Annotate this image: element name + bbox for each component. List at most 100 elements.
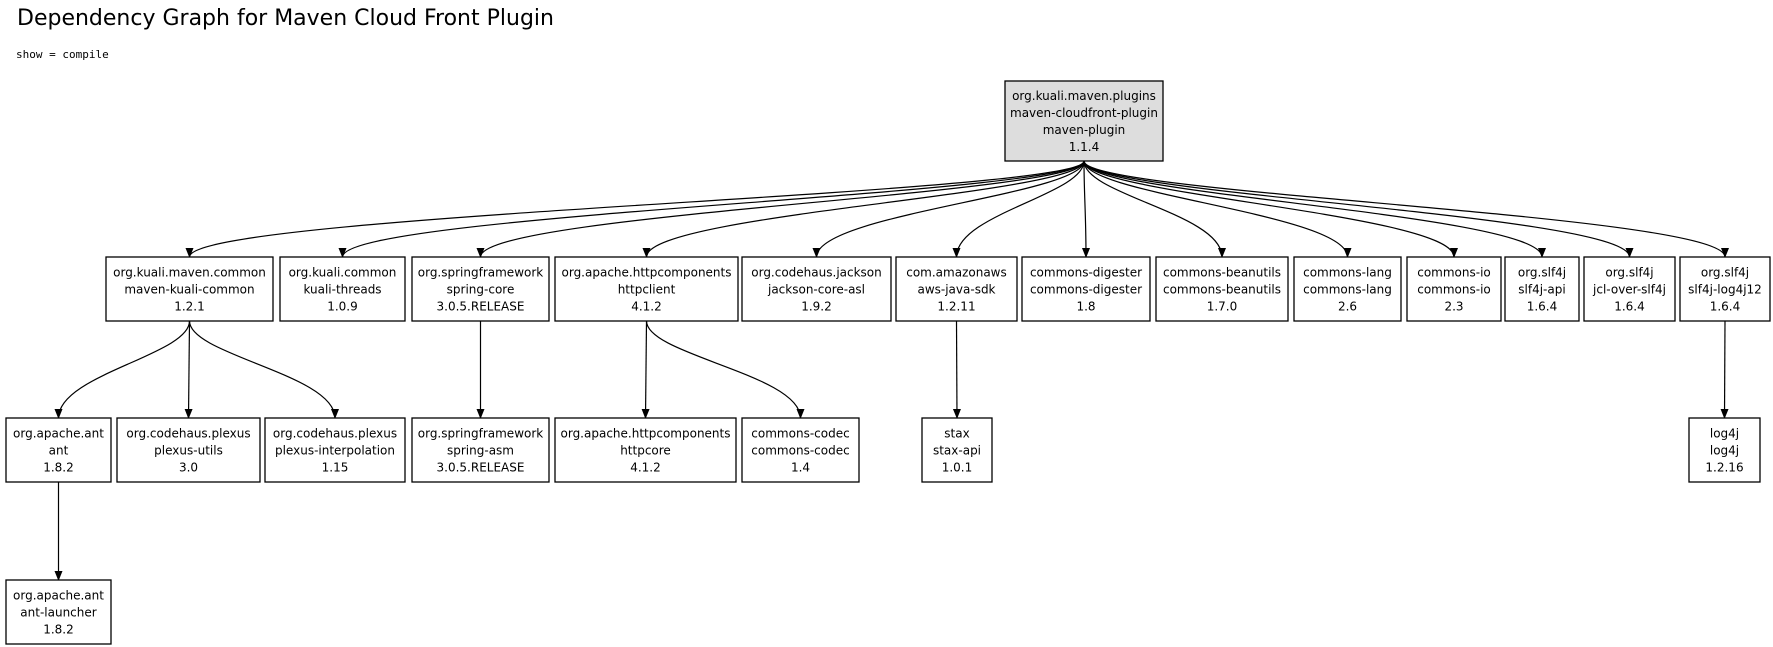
node-label-line: 3.0.5.RELEASE (437, 461, 525, 475)
node-box (1021, 256, 1151, 322)
graph-title: Dependency Graph for Maven Cloud Front P… (17, 6, 554, 31)
edge-root-to-digester (1081, 160, 1090, 258)
edge-root-to-spring-core (476, 160, 1085, 258)
node-jackson: org.codehaus.jacksonjackson-core-asl1.9.… (741, 256, 892, 322)
node-box (5, 417, 112, 483)
edge-root-to-kuali-threads (338, 160, 1085, 258)
node-label-line: org.codehaus.plexus (126, 427, 250, 441)
edge-root-to-jcl-over-slf4j (1083, 160, 1634, 258)
node-label-line: 1.1.4 (1069, 140, 1100, 154)
edge-root-to-slf4j-api (1083, 160, 1546, 258)
node-box (264, 417, 406, 483)
node-label-line: 3.0.5.RELEASE (437, 300, 525, 314)
node-plexus-utils: org.codehaus.plexus plexus-utils 3.0 (116, 417, 261, 483)
node-log4j: log4j log4j 1.2.16 (1688, 417, 1761, 483)
node-kuali-common: org.kuali.maven.commonmaven-kuali-common… (105, 256, 274, 322)
edge-root-to-jackson (812, 160, 1085, 258)
node-jcl-over-slf4j: org.slf4j jcl-over-slf4j 1.6.4 (1583, 256, 1676, 322)
node-label-line: org.kuali.maven.common (113, 266, 266, 280)
node-label-line: org.codehaus.plexus (273, 427, 397, 441)
node-box (411, 417, 550, 483)
node-box (5, 579, 112, 645)
node-label-line: org.apache.httpcomponents (562, 266, 732, 280)
node-label-line: jcl-over-slf4j (1592, 283, 1666, 297)
node-label-line: 1.2.11 (937, 300, 975, 314)
node-label-line: slf4j-api (1518, 283, 1565, 297)
node-box (554, 256, 739, 322)
node-label-line: kuali-threads (303, 283, 381, 297)
node-label-line: commons-io (1417, 266, 1491, 280)
node-label-line: commons-lang (1303, 266, 1392, 280)
node-label-line: 2.3 (1444, 300, 1463, 314)
node-label-line: 1.15 (322, 461, 349, 475)
graph-subtitle: show = compile (16, 48, 109, 61)
node-label-line: log4j (1710, 444, 1739, 458)
node-box (554, 417, 737, 483)
edge-httpclient-to-codec (645, 320, 805, 419)
node-label-line: commons-lang (1303, 283, 1392, 297)
edge-root-to-io (1083, 160, 1458, 258)
edge-aws-sdk-to-stax (952, 320, 961, 419)
node-label-line: 1.8 (1076, 300, 1095, 314)
nodes-layer: org.kuali.maven.plugins maven-cloudfront-… (5, 80, 1771, 645)
edge-root-to-httpclient (642, 160, 1085, 258)
edge-slf4j-log4j12-to-log4j (1720, 320, 1729, 419)
node-label-line: org.slf4j (1605, 266, 1653, 280)
node-lang: commons-lang commons-lang 2.6 (1293, 256, 1402, 322)
edge-root-to-kuali-common (185, 160, 1085, 258)
node-label-line: commons-io (1417, 283, 1491, 297)
edge-root-to-beanutils (1083, 160, 1226, 258)
node-label-line: 4.1.2 (631, 300, 662, 314)
node-label-line: commons-codec (751, 444, 849, 458)
node-label-line: plexus-utils (154, 444, 223, 458)
node-root: org.kuali.maven.plugins maven-cloudfront-… (1004, 80, 1164, 162)
node-box (1406, 256, 1502, 322)
node-label-line: 1.0.9 (327, 300, 358, 314)
node-label-line: org.slf4j (1518, 266, 1566, 280)
node-label-line: 3.0 (179, 461, 198, 475)
node-label-line: commons-beanutils (1163, 283, 1281, 297)
node-label-line: ant (49, 444, 69, 458)
node-label-line: httpcore (620, 444, 671, 458)
node-label-line: 1.2.16 (1705, 461, 1743, 475)
node-box (895, 256, 1018, 322)
edge-root-to-aws-sdk (952, 160, 1085, 258)
edges-layer (54, 160, 1729, 581)
node-label-line: 1.6.4 (1614, 300, 1645, 314)
node-label-line: 1.9.2 (801, 300, 832, 314)
node-box (1679, 256, 1771, 322)
edge-root-to-lang (1083, 160, 1352, 258)
node-box (1004, 80, 1164, 162)
edge-httpclient-to-httpcore (641, 320, 650, 419)
edge-root-to-slf4j-log4j12 (1083, 160, 1729, 258)
node-label-line: commons-beanutils (1163, 266, 1281, 280)
node-label-line: 1.0.1 (942, 461, 973, 475)
node-label-line: maven-cloudfront-plugin (1010, 106, 1158, 120)
node-label-line: org.kuali.maven.plugins (1012, 89, 1156, 103)
node-io: commons-io commons-io 2.3 (1406, 256, 1502, 322)
node-label-line: log4j (1710, 427, 1739, 441)
node-label-line: commons-digester (1030, 283, 1142, 297)
node-label-line: spring-core (447, 283, 515, 297)
node-label-line: commons-codec (751, 427, 849, 441)
node-spring-asm: org.springframeworkspring-asm3.0.5.RELEA… (411, 417, 550, 483)
node-label-line: 1.7.0 (1207, 300, 1238, 314)
node-label-line: spring-asm (447, 444, 514, 458)
node-label-line: 1.2.1 (174, 300, 205, 314)
edge-kuali-common-to-plexus-interp (188, 320, 339, 419)
node-label-line: org.kuali.common (289, 266, 397, 280)
node-label-line: commons-digester (1030, 266, 1142, 280)
node-box (1155, 256, 1289, 322)
node-box (105, 256, 274, 322)
node-box (741, 256, 892, 322)
node-label-line: 2.6 (1338, 300, 1357, 314)
node-plexus-interp: org.codehaus.plexusplexus-interpolation1… (264, 417, 406, 483)
node-box (1583, 256, 1676, 322)
